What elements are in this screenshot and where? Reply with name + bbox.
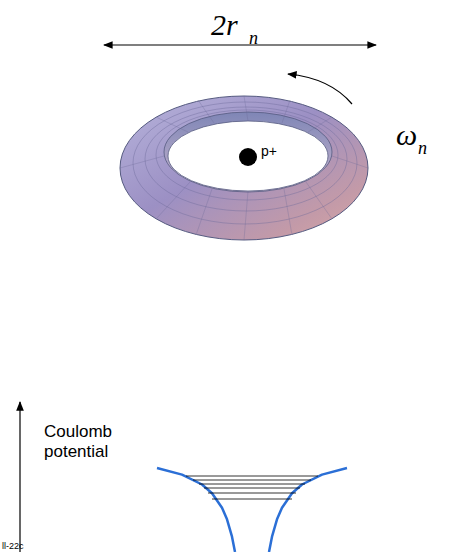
dimension-arrow xyxy=(104,44,376,45)
subscript: n xyxy=(249,28,258,49)
angular-velocity-label: ω xyxy=(396,118,417,152)
energy-levels xyxy=(186,476,318,499)
dimension-label: 2r xyxy=(211,8,238,42)
proton-dot xyxy=(239,148,257,166)
watermark: ll-22c xyxy=(2,541,24,551)
rotation-arrow xyxy=(288,74,352,104)
potential-curve xyxy=(269,468,347,552)
potential-axis xyxy=(19,402,20,552)
subscript: n xyxy=(418,138,427,159)
potential-curve xyxy=(157,468,235,552)
torus xyxy=(120,96,368,240)
proton-label: p+ xyxy=(261,143,277,159)
axis-label: Coulomb potential xyxy=(44,422,134,463)
